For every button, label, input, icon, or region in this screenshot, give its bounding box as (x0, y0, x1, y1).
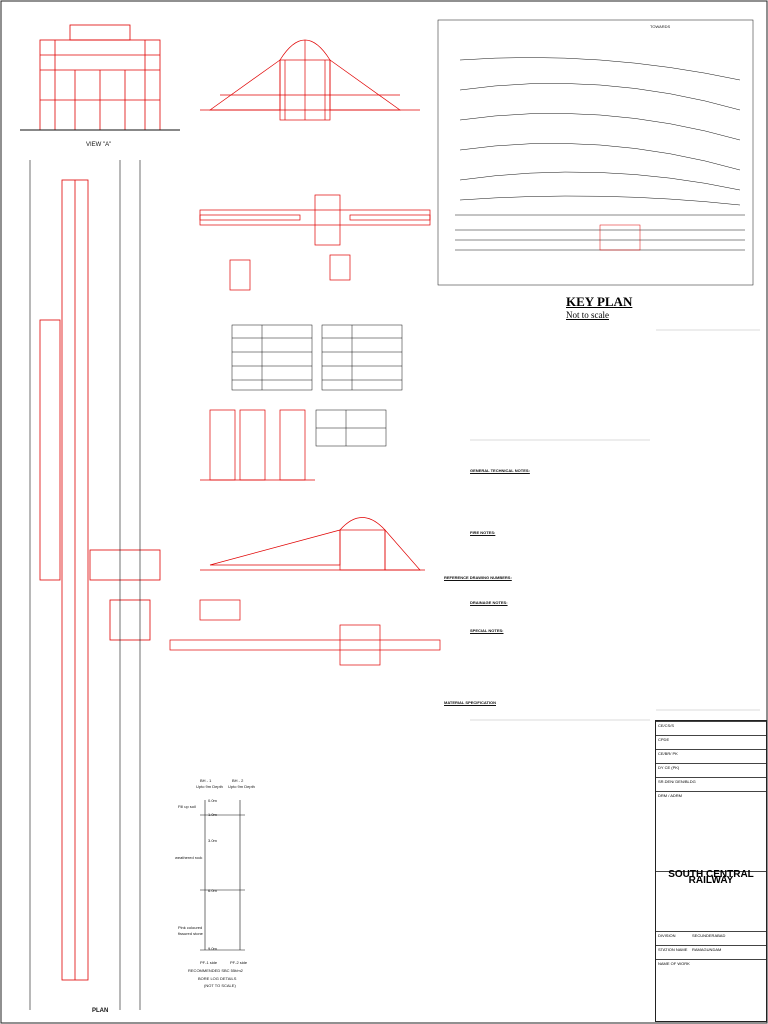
recommended-sbc: RECOMMENDED SBC 55t/m2 (188, 968, 243, 973)
pink-coloured-label: Pink coloured (178, 925, 203, 930)
material-spec-heading: MATERIAL SPECIFICATION (444, 700, 496, 705)
tb-row-2: CE/BR/ PK (656, 749, 766, 756)
tb-row-4: SR.DEN/ DEN/BLDG (656, 777, 766, 784)
plan-fob-lower (169, 599, 441, 666)
pf1-side-label: PF-1 side (200, 960, 218, 965)
elevation-long (200, 39, 420, 121)
key-plan-subtitle: Not to scale (566, 310, 609, 320)
depth-3: 3.0m (208, 838, 217, 843)
elevation-mid (200, 517, 425, 571)
elevation-view-a (39, 24, 161, 131)
fissured-stone-label: fissured stone (178, 931, 203, 936)
fill-up-soil-label: Fill up soil (178, 804, 196, 809)
depth-1: 1.0m (208, 812, 217, 817)
key-plan-tracks (437, 19, 754, 286)
bore-log-caption: BORE LOG DETAILS (198, 976, 237, 981)
upto-depth-2: Upto 9m Depth (228, 784, 255, 789)
plan-long-vertical (39, 179, 161, 981)
special-notes-heading: SPECIAL NOTES: (470, 628, 504, 633)
depth-9: 9.0m (208, 946, 217, 951)
bh2-label: BH - 2 (232, 778, 244, 783)
upto-depth-1: Upto 9m Depth (196, 784, 223, 789)
bore-log-not-to-scale: (NOT TO SCALE) (204, 983, 236, 988)
weathered-rock-label: weathered rock (175, 855, 203, 860)
specification-tables (231, 324, 403, 447)
pf2-side-label: PF-2 side (230, 960, 248, 965)
sections-small (200, 409, 315, 481)
bore-log-lines (200, 800, 245, 951)
tb-row-0: CE/CS/S (656, 721, 766, 728)
fire-notes-heading: FIRE NOTES: (470, 530, 496, 535)
view-a-label: VIEW "A" (86, 142, 112, 148)
reference-drawing-heading: REFERENCE DRAWING NUMBERS: (444, 575, 512, 580)
title-block: CE/CS/S CPDE CE/BR/ PK DY CE (PK) SR.DEN… (655, 720, 767, 1022)
railway-name: SOUTH CENTRAL RAILWAY (668, 869, 754, 886)
key-plan-title: KEY PLAN (566, 294, 633, 309)
tb-row-1: CPDE (656, 735, 766, 742)
notes-lines (470, 329, 760, 721)
general-notes-heading: GENERAL TECHNICAL NOTES: (470, 468, 530, 473)
tb-row-3: DY CE (PK) (656, 763, 766, 770)
tb-row-8: NAME OF WORK (656, 959, 766, 966)
drainage-notes-heading: DRAINAGE NOTES: (470, 600, 508, 605)
depth-0: 0.0m (208, 798, 217, 803)
plan-label: PLAN (92, 1008, 109, 1014)
depth-6: 6.0m (208, 888, 217, 893)
tb-railway: SOUTH CENTRAL RAILWAY (656, 869, 766, 886)
plan-fob-mid (199, 194, 431, 291)
bh1-label: BH - 1 (200, 778, 212, 783)
tb-row-5: DRM / ADRM (656, 791, 766, 798)
key-plan-direction: TOWARDS (650, 24, 671, 29)
